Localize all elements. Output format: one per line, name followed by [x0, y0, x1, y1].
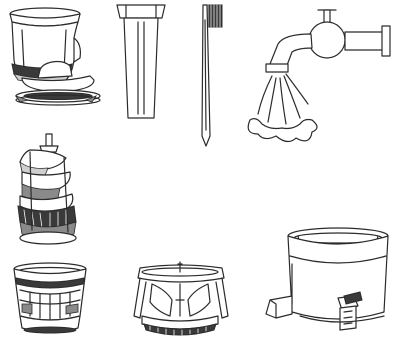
- faucet-icon: [248, 10, 390, 142]
- bowl-icon: [266, 228, 388, 330]
- juicer-drum-icon: [10, 8, 100, 105]
- brush-holder-icon: [134, 262, 228, 335]
- pusher-icon: [117, 5, 165, 118]
- screen-basket-icon: [14, 263, 86, 333]
- brush-icon: [202, 5, 222, 146]
- auger-icon: [18, 134, 76, 244]
